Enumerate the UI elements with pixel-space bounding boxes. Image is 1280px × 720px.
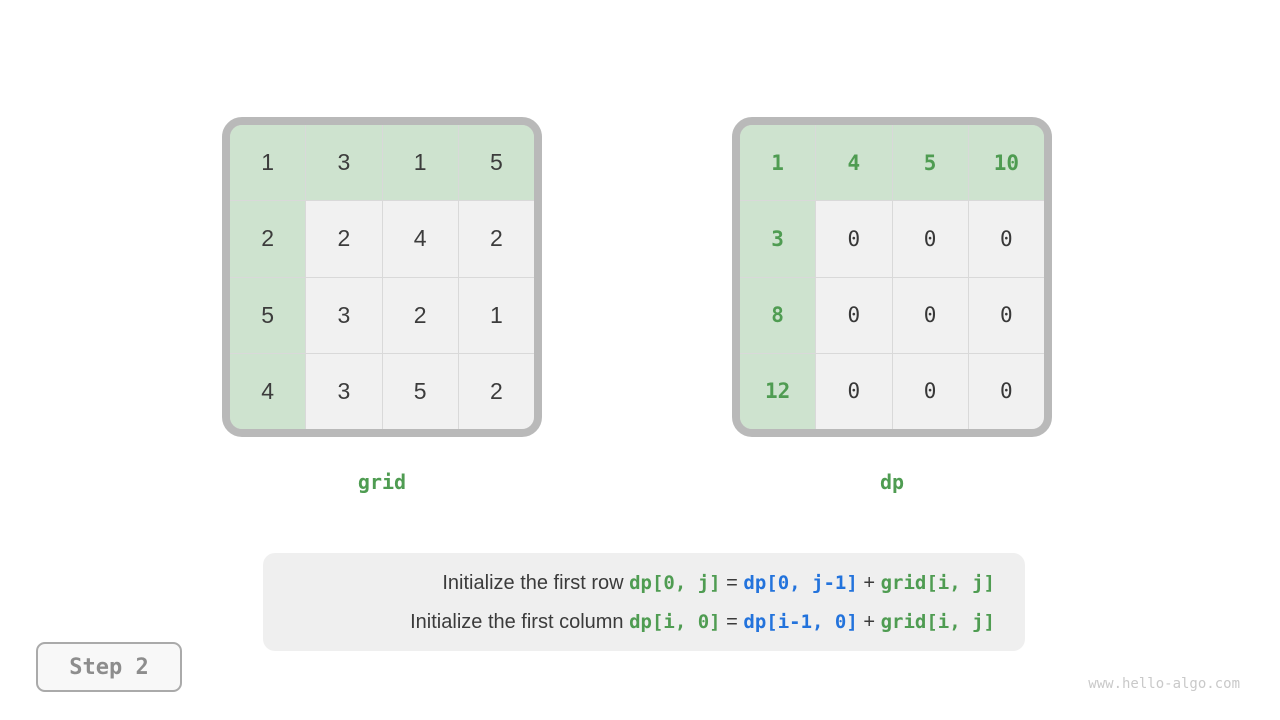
caption-segment-plain: Initialize the first row	[442, 571, 630, 594]
grid-cell: 3	[306, 353, 382, 429]
grid-cell: 5	[458, 125, 534, 201]
dp-cell: 0	[816, 353, 892, 429]
dp-cell: 1	[740, 125, 816, 201]
grid-cell: 2	[306, 201, 382, 277]
dp-cell: 8	[740, 277, 816, 353]
dp-cell: 0	[968, 277, 1044, 353]
step-badge-label: Step 2	[69, 654, 149, 680]
grid-cell: 1	[230, 125, 306, 201]
dp-cell: 0	[816, 277, 892, 353]
grid-cell: 3	[306, 277, 382, 353]
grid-cell: 3	[306, 125, 382, 201]
caption-segment-plain: +	[857, 571, 881, 594]
grid-cell: 4	[230, 353, 306, 429]
caption-segment-plain: =	[720, 610, 744, 633]
grid-cell: 1	[458, 277, 534, 353]
caption-segment-green: dp[i, 0]	[629, 610, 721, 633]
caption-segment-green: grid[i, j]	[880, 610, 995, 633]
caption-line: Initialize the first row dp[0, j] = dp[0…	[442, 570, 995, 596]
caption-segment-blue: dp[0, j-1]	[743, 571, 858, 594]
grid-cell: 2	[230, 201, 306, 277]
grid-cell: 4	[382, 201, 458, 277]
caption-segment-plain: Initialize the first column	[410, 610, 630, 633]
dp-table-label: dp	[879, 470, 905, 494]
caption-segment-blue: dp[i-1, 0]	[743, 610, 858, 633]
caption-segment-plain: =	[720, 571, 744, 594]
grid-cell: 5	[382, 353, 458, 429]
grid-cell: 2	[458, 353, 534, 429]
grid-table-label: grid	[357, 470, 407, 494]
dp-cell: 10	[968, 125, 1044, 201]
caption-segment-plain: +	[857, 610, 881, 633]
grid-cell: 2	[382, 277, 458, 353]
caption-line: Initialize the first column dp[i, 0] = d…	[410, 609, 995, 635]
dp-cell: 0	[816, 201, 892, 277]
dp-cell: 0	[892, 277, 968, 353]
watermark: www.hello-algo.com	[1088, 676, 1240, 692]
dp-cell: 0	[892, 201, 968, 277]
grid-cell: 1	[382, 125, 458, 201]
dp-cell: 0	[892, 353, 968, 429]
dp-cell: 12	[740, 353, 816, 429]
dp-cell: 5	[892, 125, 968, 201]
caption-segment-green: grid[i, j]	[880, 571, 995, 594]
dp-cell: 0	[968, 201, 1044, 277]
dp-cell: 0	[968, 353, 1044, 429]
grid-cell: 2	[458, 201, 534, 277]
dp-cell: 3	[740, 201, 816, 277]
caption-box: Initialize the first row dp[0, j] = dp[0…	[263, 553, 1025, 651]
grid-cell: 5	[230, 277, 306, 353]
dp-cell: 4	[816, 125, 892, 201]
step-badge: Step 2	[36, 642, 182, 692]
caption-segment-green: dp[0, j]	[629, 571, 721, 594]
